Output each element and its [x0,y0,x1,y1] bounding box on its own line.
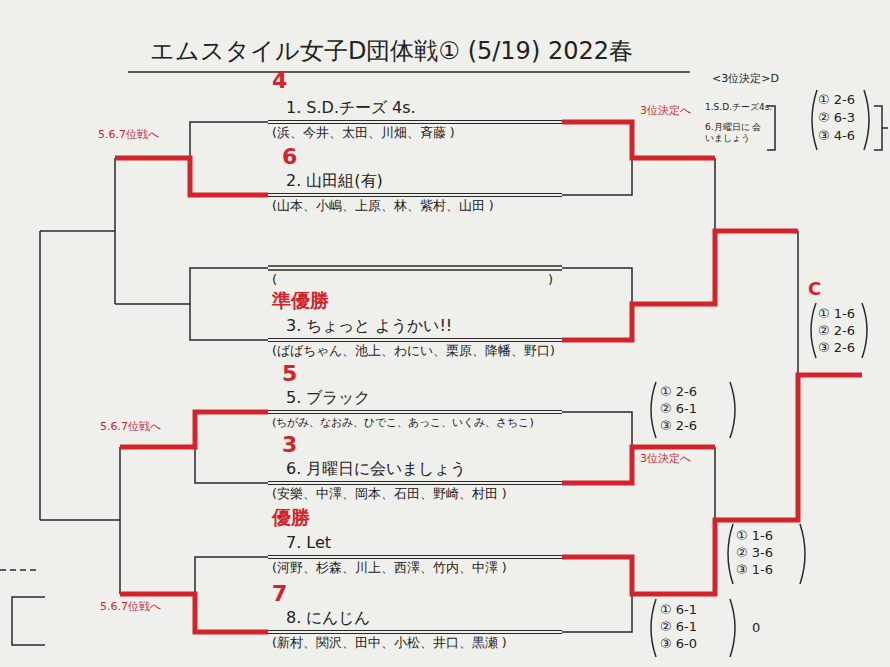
member-list: (安樂、中澤、岡本、石田、野崎、村田 ) [268,485,562,503]
bracket-connector [562,557,632,632]
parenthesis: ) [548,272,553,288]
set-score: ③ 4-6 [818,128,855,144]
route-note: 3位決定へ [640,452,691,466]
team-entry: 1. S.D.チーズ 4s.(浜、今井、太田、川畑、斉藤 ) [268,96,562,142]
team-note: 6.月曜日に 会いましょう [705,122,767,144]
team-entry: 2. 山田組(有)(山本、小嶋、上原、林、紫村、山田 ) [268,169,562,215]
set-score: ① 2-6 [660,384,697,400]
bracket-connector [195,412,268,483]
bracket-connector [562,122,632,195]
set-score: ① 1-6 [818,306,855,322]
title: エムスタイル女子D団体戦① (5/19) 2022春 [150,36,633,66]
team-name: 1. S.D.チーズ 4s. [268,96,562,124]
route-note: 5.6.7位戦へ [100,420,161,434]
team-note: 1.S.D.チーズ4s. [705,102,772,113]
set-score: ③ 6-0 [660,636,697,652]
team-entry: 6. 月曜日に会いましょう(安樂、中澤、岡本、石田、野崎、村田 ) [268,457,562,503]
member-list: (ちがみ、なおみ、ひでこ、あっこ、いくみ、さちこ) [268,414,562,432]
bracket-line [12,597,45,645]
set-score: ② 3-6 [736,545,773,561]
set-score: ① 2-6 [818,92,855,108]
placing-mark: 5 [282,363,297,385]
winner-path [562,122,715,158]
team-name: 6. 月曜日に会いましょう [268,457,562,485]
winner-path [562,231,798,340]
route-note: 5.6.7位戦へ [98,128,159,142]
score-parenthesis [651,382,735,438]
member-list: (新村、関沢、田中、小松、井口、黒瀬 ) [268,634,562,652]
route-note: 5.6.7位戦へ [100,600,161,614]
placing-mark: 4 [272,70,287,92]
empty-slot-line [268,266,562,270]
team-name: 5. ブラック [268,386,562,414]
team-entry: 5. ブラック(ちがみ、なおみ、ひでこ、あっこ、いくみ、さちこ) [268,386,562,432]
member-list: (浜、今井、太田、川畑、斉藤 ) [268,124,562,142]
set-score: ③ 1-6 [736,562,773,578]
placing-mark: 準優勝 [272,291,329,310]
team-entry: 7. Let(河野、杉森、川上、西澤、竹内、中澤 ) [268,531,562,577]
title-underline [128,71,690,73]
set-score: ① 1-6 [736,528,773,544]
team-entry: 8. にんじん(新村、関沢、田中、小松、井口、黒瀬 ) [268,606,562,652]
score-parenthesis [728,524,805,584]
team-name: 2. 山田組(有) [268,169,562,197]
bracket-connector [562,412,632,483]
set-score: ② 6-1 [660,401,697,417]
set-score: ① 6-1 [660,602,697,618]
loser-path [115,158,268,195]
set-score: ③ 2-6 [818,340,855,356]
set-score: ② 6-1 [660,619,697,635]
placing-mark: 優勝 [272,508,310,527]
score-note: 0 [752,620,760,636]
team-entry: 3. ちょっと ようかい!!(ばばちゃん、池上、わにい、栗原、降幡、野口) [268,314,562,360]
placing-mark: 6 [282,146,297,168]
bracket-line [40,158,268,594]
bracket-line [562,268,632,304]
team-name: 7. Let [268,531,562,559]
dashed-line [0,569,40,571]
bracket-line [715,158,798,520]
winner-path [562,447,715,483]
team-name: 3. ちょっと ようかい!! [268,314,562,342]
set-score: ③ 2-6 [660,418,697,434]
route-note: 3位決定へ [640,104,691,118]
court-mark: C [808,280,821,298]
score-parenthesis [651,599,735,657]
score-parenthesis [812,90,869,150]
bracket-connector [190,122,268,195]
placing-mark: 7 [272,583,287,605]
member-list: (山本、小嶋、上原、林、紫村、山田 ) [268,197,562,215]
member-list: (ばばちゃん、池上、わにい、栗原、降幡、野口) [268,342,562,360]
match-title: <3位決定>D [712,72,779,86]
member-list: (河野、杉森、川上、西澤、竹内、中澤 ) [268,559,562,577]
set-score: ② 6-3 [818,110,855,126]
score-parenthesis [811,303,867,358]
set-score: ② 2-6 [818,323,855,339]
bracket-connector [195,557,268,632]
winner-path [562,375,862,594]
score-bracket [767,106,888,150]
parenthesis: ( [272,272,277,288]
team-name: 8. にんじん [268,606,562,634]
placing-mark: 3 [282,434,297,456]
